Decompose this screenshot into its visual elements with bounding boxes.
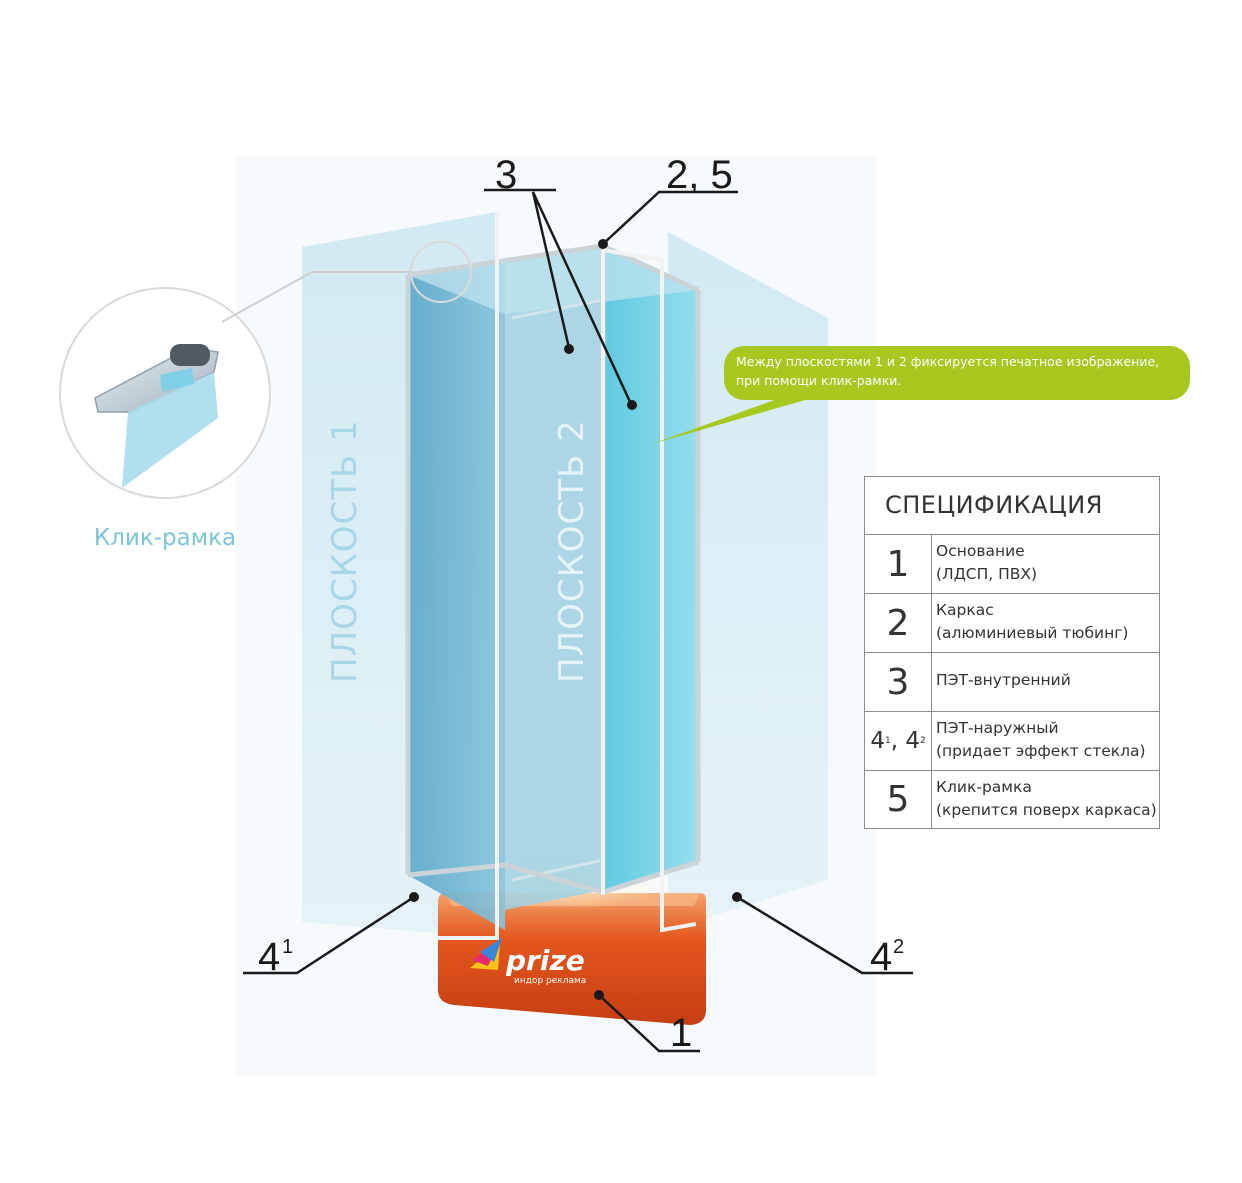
inner-pet-left-face — [408, 260, 505, 930]
brand-name: prize — [505, 944, 585, 977]
callout-3: 3 — [495, 153, 517, 197]
spec-row: 3 ПЭТ-внутренний — [865, 653, 1159, 712]
spec-num-a: 4 — [870, 728, 885, 754]
click-frame-profiles — [438, 212, 697, 940]
leader-4-1 — [243, 895, 415, 975]
callout-1: 1 — [670, 1011, 692, 1055]
spec-row-text: ПЭТ-внутренний — [932, 653, 1159, 711]
callout-4-1-sup: 1 — [282, 936, 293, 958]
bubble-line-1: Между плоскостями 1 и 2 фиксируется печа… — [736, 354, 1160, 369]
spec-sup-a: 1 — [884, 736, 891, 746]
plane-1-label: ПЛОСКОСТЬ 1 — [325, 419, 365, 683]
spec-num-sep: , — [890, 728, 906, 754]
bubble-line-2: при помощи клик-рамки. — [736, 373, 902, 388]
plane-2-label: ПЛОСКОСТЬ 2 — [552, 419, 592, 683]
inner-pet-right-face — [603, 246, 698, 892]
leader-2-5 — [602, 190, 738, 245]
click-frame-detail — [59, 241, 472, 499]
leader-4-2 — [736, 895, 913, 975]
info-bubble: Между плоскостями 1 и 2 фиксируется печа… — [724, 346, 1190, 400]
spec-row-number: 5 — [865, 771, 932, 828]
spec-row-line2: (крепится поверх каркаса) — [936, 801, 1157, 819]
brand-logo: prize индор реклама — [470, 938, 586, 986]
spec-row-line1: ПЭТ-наружный — [936, 719, 1059, 737]
callout-4-2: 4 — [870, 935, 892, 979]
spec-row-line2: (алюминиевый тюбинг) — [936, 624, 1129, 642]
bubble-tail — [652, 398, 812, 444]
spec-row-text: ПЭТ-наружный (придает эффект стекла) — [932, 712, 1159, 770]
spec-row: 2 Каркас (алюминиевый тюбинг) — [865, 594, 1159, 653]
spec-row-number: 3 — [865, 653, 932, 711]
callout-4-2-sup: 2 — [893, 936, 904, 958]
spec-title: СПЕЦИФИКАЦИЯ — [865, 477, 1159, 535]
inner-pet-front-face — [505, 246, 603, 910]
spec-row-text: Каркас (алюминиевый тюбинг) — [932, 594, 1159, 652]
spec-row-number: 2 — [865, 594, 932, 652]
specification-table: СПЕЦИФИКАЦИЯ 1 Основание (ЛДСП, ПВХ) 2 К… — [864, 476, 1160, 829]
callout-2-5: 2, 5 — [666, 153, 733, 197]
spec-sup-b: 2 — [919, 736, 926, 746]
spec-row-line1: Каркас — [936, 601, 994, 619]
spec-row-line1: ПЭТ-внутренний — [936, 671, 1071, 689]
spec-row-text: Клик-рамка (крепится поверх каркаса) — [932, 771, 1159, 828]
spec-row: 1 Основание (ЛДСП, ПВХ) — [865, 535, 1159, 594]
callout-4-1: 4 — [258, 935, 280, 979]
brand-tagline: индор реклама — [514, 976, 586, 986]
spec-row: 5 Клик-рамка (крепится поверх каркаса) — [865, 771, 1159, 828]
spec-row-line2: (ЛДСП, ПВХ) — [936, 565, 1038, 583]
spec-row-line1: Клик-рамка — [936, 778, 1032, 796]
outer-pet-plane-right — [668, 232, 828, 930]
spec-row-number: 1 — [865, 535, 932, 593]
click-frame-caption: Клик-рамка — [93, 525, 237, 551]
spec-row-line2: (придает эффект стекла) — [936, 742, 1146, 760]
spec-num-b: 4 — [905, 728, 920, 754]
spec-row-line1: Основание — [936, 542, 1025, 560]
spec-row-text: Основание (ЛДСП, ПВХ) — [932, 535, 1159, 593]
leader-1 — [598, 994, 700, 1053]
